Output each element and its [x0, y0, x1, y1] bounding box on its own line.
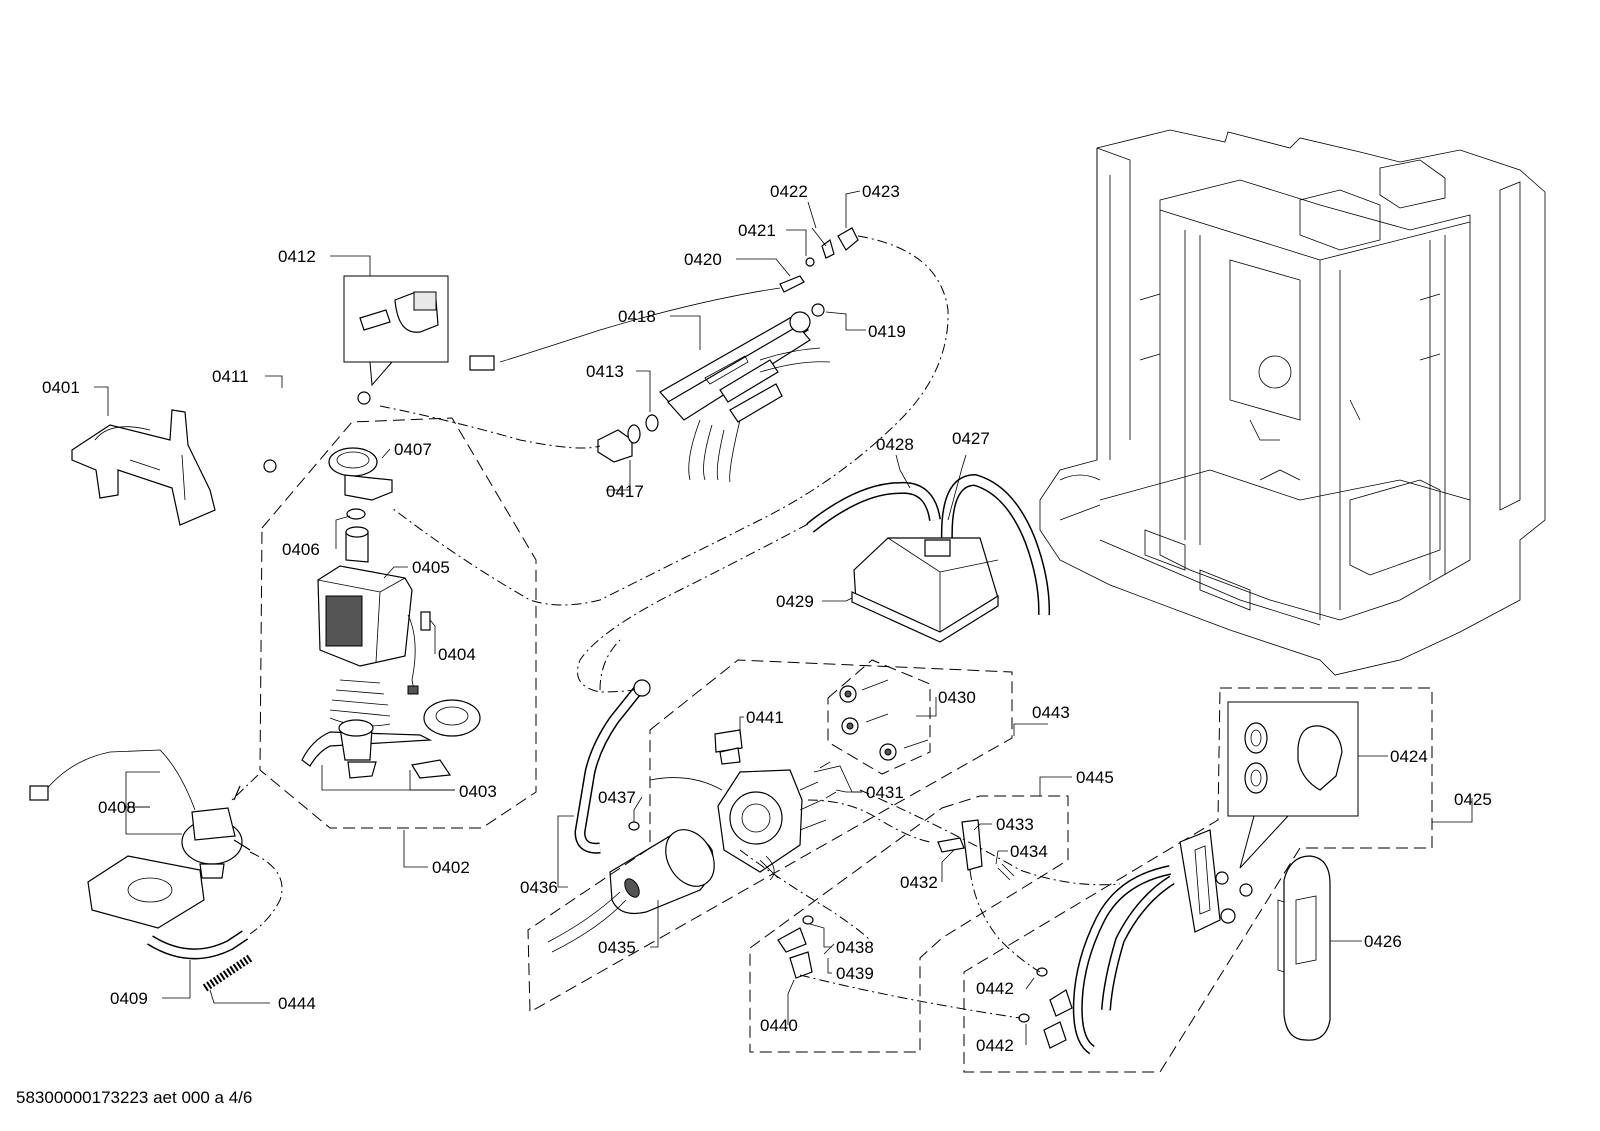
label-0432: 0432	[900, 873, 938, 892]
drawing-code: 58300000173223 aet 000 a 4/6	[16, 1088, 253, 1107]
part-0405-pump	[317, 526, 413, 667]
label-0420: 0420	[684, 250, 722, 269]
label-0412: 0412	[278, 247, 316, 266]
label-0434: 0434	[1010, 842, 1048, 861]
label-0413: 0413	[586, 362, 624, 381]
label-0427: 0427	[952, 429, 990, 448]
group-0402-outline	[259, 417, 537, 829]
part-0440-valve	[777, 915, 835, 979]
label-0428: 0428	[876, 435, 914, 454]
part-0419-0423-fittings	[469, 227, 859, 371]
label-0408: 0408	[98, 798, 136, 817]
label-0411: 0411	[212, 367, 249, 386]
part-0444-spring	[202, 954, 253, 992]
part-0401-bracket	[71, 409, 216, 526]
label-0442-upper: 0442	[976, 979, 1014, 998]
label-0402: 0402	[432, 858, 470, 877]
part-0403-outlet	[301, 699, 481, 779]
label-0445: 0445	[1076, 768, 1114, 787]
part-0407-inlet	[328, 447, 393, 501]
part-0431-valve-block	[649, 761, 837, 881]
label-0409: 0409	[110, 989, 148, 1008]
part-0430-screws	[827, 659, 931, 775]
part-labels: 0401 0402 0403 0404 0405 0406 0407 0408 …	[42, 182, 1492, 1055]
label-0426: 0426	[1364, 932, 1402, 951]
label-0441: 0441	[746, 708, 784, 727]
part-0425-steam-valve	[1018, 829, 1253, 1055]
label-0436: 0436	[520, 878, 558, 897]
part-0412-clamp-inset	[343, 275, 449, 387]
label-0442-lower: 0442	[976, 1036, 1014, 1055]
part-0435-boiler	[547, 829, 715, 953]
machine-frame	[1039, 129, 1546, 676]
pump-spring	[329, 679, 391, 727]
label-0431: 0431	[866, 783, 904, 802]
label-0429: 0429	[776, 592, 814, 611]
label-0417: 0417	[606, 482, 644, 501]
part-0404-wire	[407, 611, 431, 695]
label-0423: 0423	[862, 182, 900, 201]
label-0444: 0444	[278, 994, 316, 1013]
part-0408-flowmeter	[29, 749, 251, 879]
label-0433: 0433	[996, 815, 1034, 834]
part-0429-tank	[851, 537, 999, 643]
label-0424: 0424	[1390, 747, 1428, 766]
leader-lines	[94, 190, 1473, 1045]
label-0443: 0443	[1032, 703, 1070, 722]
label-0404: 0404	[438, 645, 476, 664]
label-0425: 0425	[1454, 790, 1492, 809]
label-0405: 0405	[412, 558, 450, 577]
routing-lines	[231, 235, 1121, 1019]
label-0421: 0421	[738, 221, 776, 240]
label-0407: 0407	[394, 440, 432, 459]
label-0419: 0419	[868, 322, 906, 341]
label-0440: 0440	[760, 1016, 798, 1035]
label-0403: 0403	[459, 782, 497, 801]
label-0437: 0437	[598, 788, 636, 807]
label-0430: 0430	[938, 688, 976, 707]
part-0441-valve	[714, 729, 743, 765]
part-0436-tube	[574, 679, 651, 854]
part-0428-0427-hoses	[806, 473, 1051, 616]
part-0426-cover	[1277, 855, 1331, 1041]
group-0443-outline	[527, 659, 1013, 1013]
part-0409-bracket-hose	[87, 855, 249, 960]
part-0417-0413-fittings	[597, 414, 659, 463]
label-0438: 0438	[836, 938, 874, 957]
part-0406-seal	[346, 508, 366, 520]
label-0422: 0422	[770, 182, 808, 201]
part-0418-heater	[659, 311, 831, 483]
group-0425	[963, 687, 1433, 1073]
part-0411-hose	[227, 385, 371, 473]
label-0435: 0435	[598, 938, 636, 957]
label-0401: 0401	[42, 378, 80, 397]
group-0445	[749, 795, 1069, 1053]
label-0439: 0439	[836, 964, 874, 983]
label-0406: 0406	[282, 540, 320, 559]
label-0418: 0418	[618, 307, 656, 326]
